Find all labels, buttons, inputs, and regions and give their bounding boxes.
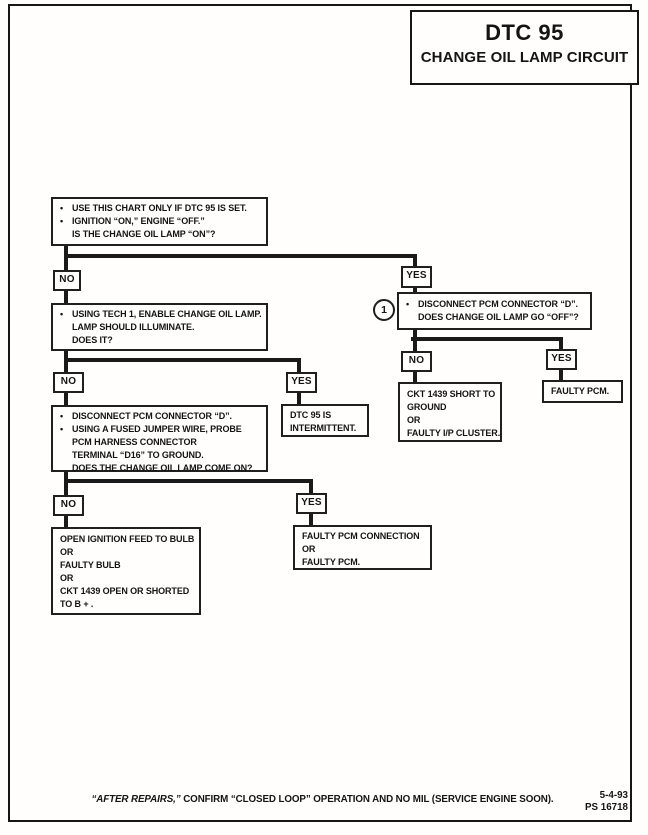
connector-line xyxy=(64,348,68,362)
flow-box-probe-terminal: • DISCONNECT PCM CONNECTOR “D”. • USING A … xyxy=(51,405,268,475)
connector-line xyxy=(64,358,301,362)
bullet: • xyxy=(60,216,64,226)
flow-box-open-ignition: OPEN IGNITION FEED TO BULB OR FAULTY BUL… xyxy=(51,527,201,615)
yes-label-3: YES xyxy=(296,493,327,514)
bullet xyxy=(57,462,72,475)
yes-label-1: YES xyxy=(401,266,432,288)
connector-line xyxy=(309,481,313,495)
page-subtitle: CHANGE OIL LAMP CIRCUIT xyxy=(420,49,629,66)
footer-note-rest: CONFIRM “CLOSED LOOP” OPERATION AND NO M… xyxy=(180,794,554,805)
connector-line xyxy=(64,391,68,407)
no-label-4: NO xyxy=(401,351,432,372)
flow-text: CKT 1439 SHORT TO xyxy=(407,389,496,399)
no-label-1: NO xyxy=(53,270,81,291)
flow-text: USING A FUSED JUMPER WIRE, PROBE xyxy=(72,424,242,434)
bullet xyxy=(57,228,72,241)
connector-line xyxy=(64,514,68,529)
connector-line xyxy=(413,370,417,384)
flow-text: PCM HARNESS CONNECTOR xyxy=(72,437,197,447)
yes-label-2: YES xyxy=(286,372,317,393)
flow-text: FAULTY PCM. xyxy=(302,557,361,567)
bullet: • xyxy=(60,309,64,319)
connector-line xyxy=(411,337,563,341)
flow-box-ckt-short: CKT 1439 SHORT TO GROUND OR FAULTY I/P C… xyxy=(398,382,502,442)
connector-line xyxy=(297,360,301,374)
flow-text: FAULTY BULB xyxy=(60,560,121,570)
connector-line xyxy=(413,328,417,341)
bullet: • xyxy=(406,299,410,309)
flow-text: USING TECH 1, ENABLE CHANGE OIL LAMP. xyxy=(72,309,262,319)
flow-text: USE THIS CHART ONLY IF DTC 95 IS SET. xyxy=(72,203,247,213)
yes-label-4: YES xyxy=(546,349,577,370)
connector-line xyxy=(64,360,68,374)
flow-box-enable-lamp: • USING TECH 1, ENABLE CHANGE OIL LAMP. L… xyxy=(51,303,268,351)
footer-note: “AFTER REPAIRS,” CONFIRM “CLOSED LOOP” O… xyxy=(85,794,560,805)
connector-line xyxy=(64,254,417,258)
connector-line xyxy=(64,289,68,305)
bullet: • xyxy=(60,203,64,213)
footer-ref-number: PS 16718 xyxy=(584,801,628,813)
connector-line xyxy=(64,469,68,483)
connector-line xyxy=(64,479,313,483)
bullet xyxy=(57,449,72,462)
flow-box-faulty-pcm: FAULTY PCM. xyxy=(542,380,623,403)
page-border xyxy=(8,4,632,822)
flow-text: TERMINAL “D16” TO GROUND. xyxy=(72,450,204,460)
flow-text: FAULTY I/P CLUSTER. xyxy=(407,428,501,438)
bullet: • xyxy=(60,424,64,434)
flow-text: DISCONNECT PCM CONNECTOR “D”. xyxy=(418,299,578,309)
flow-text: OR xyxy=(407,415,421,425)
flow-text: LAMP SHOULD ILLUMINATE. xyxy=(72,322,195,332)
connector-line xyxy=(309,512,313,527)
flow-text: OR xyxy=(60,547,74,557)
connector-line xyxy=(413,339,417,353)
flow-text: INTERMITTENT. xyxy=(290,423,357,433)
connector-line xyxy=(413,286,417,294)
flow-text: GROUND xyxy=(407,402,447,412)
bullet xyxy=(57,321,72,334)
footer-note-italic: “AFTER REPAIRS,” xyxy=(91,794,181,805)
connector-line xyxy=(64,256,68,272)
page-title: DTC 95 xyxy=(485,20,564,45)
connector-line xyxy=(64,481,68,497)
no-label-2: NO xyxy=(53,372,84,393)
title-box: DTC 95 CHANGE OIL LAMP CIRCUIT xyxy=(410,10,639,85)
no-label-3: NO xyxy=(53,495,84,516)
bullet: • xyxy=(60,411,64,421)
bullet xyxy=(57,436,72,449)
footer-reference: 5-4-93 PS 16718 xyxy=(556,790,628,813)
bullet xyxy=(403,311,418,324)
flow-text: DTC 95 IS xyxy=(290,410,332,420)
flow-box-disconnect-d: • DISCONNECT PCM CONNECTOR “D”. DOES CHAN… xyxy=(397,292,592,330)
connector-line xyxy=(559,339,563,351)
flow-text: FAULTY PCM CONNECTION xyxy=(302,531,420,541)
flow-box-start: • USE THIS CHART ONLY IF DTC 95 IS SET. •… xyxy=(51,197,268,246)
bullet xyxy=(57,334,72,347)
flow-text: DISCONNECT PCM CONNECTOR “D”. xyxy=(72,411,232,421)
flow-text: TO B + . xyxy=(60,599,94,609)
connector-line xyxy=(297,391,301,406)
flow-text: OR xyxy=(60,573,74,583)
flow-box-intermittent: DTC 95 IS INTERMITTENT. xyxy=(281,404,369,437)
flow-text: OR xyxy=(302,544,316,554)
connector-line xyxy=(413,256,417,269)
connector-line xyxy=(64,244,68,256)
circled-1-connector: 1 xyxy=(373,299,395,321)
footer-date: 5-4-93 xyxy=(599,790,628,801)
flow-box-faulty-pcm-connection: FAULTY PCM CONNECTION OR FAULTY PCM. xyxy=(293,525,432,570)
flow-text: FAULTY PCM. xyxy=(551,386,610,396)
flow-text: DOES THE CHANGE OIL LAMP COME ON? xyxy=(72,463,253,473)
flow-text: DOES CHANGE OIL LAMP GO “OFF”? xyxy=(418,312,579,322)
flow-text: OPEN IGNITION FEED TO BULB xyxy=(60,534,195,544)
flow-text: IGNITION “ON,” ENGINE “OFF.” xyxy=(72,216,205,226)
flow-text: DOES IT? xyxy=(72,335,113,345)
connector-line xyxy=(559,368,563,382)
flow-text: CKT 1439 OPEN OR SHORTED xyxy=(60,586,190,596)
flow-text: IS THE CHANGE OIL LAMP “ON”? xyxy=(72,229,216,239)
